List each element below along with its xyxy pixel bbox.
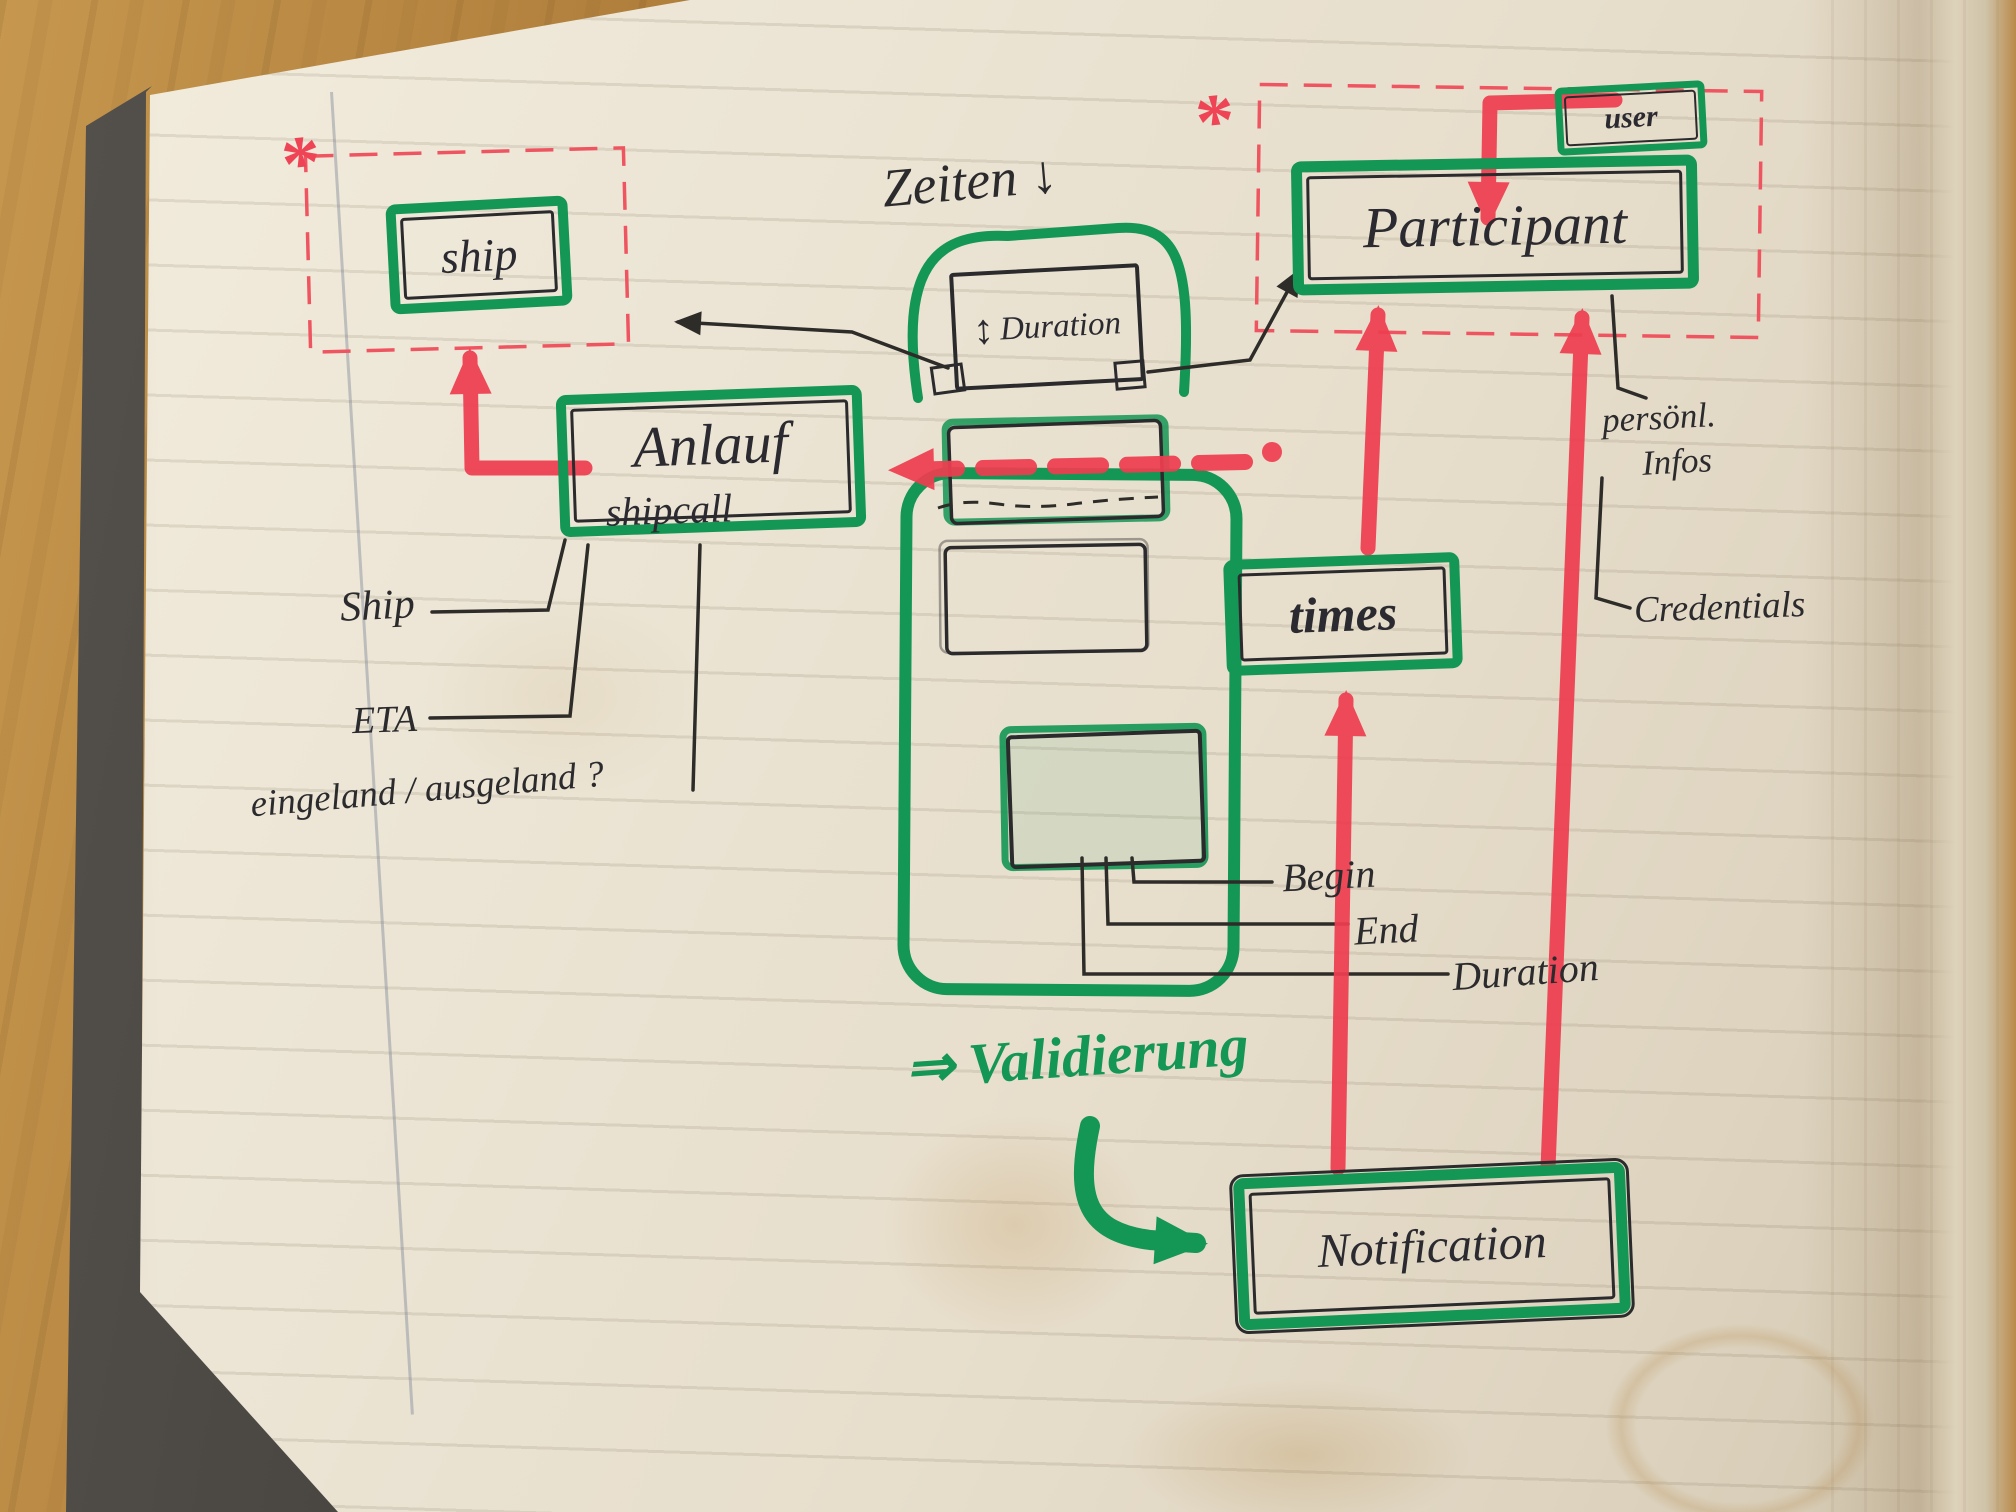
entity-duration-label: Duration [999, 304, 1122, 347]
note-personal-infos-line1: persönl. [1601, 395, 1717, 440]
entity-times: times [1223, 551, 1463, 677]
entity-user: user [1554, 80, 1708, 156]
entity-duration: ↕ Duration [949, 263, 1145, 391]
coffee-ring-stain [1600, 1320, 1880, 1512]
entity-user-label: user [1603, 99, 1659, 136]
entity-anlauf-label: Anlauf [631, 409, 789, 480]
note-personal-infos-line2: Infos [1641, 440, 1713, 483]
entity-anlauf-sublabel: shipcall [604, 485, 734, 535]
paper-stain [1130, 1380, 1470, 1512]
entity-notification-label: Notification [1316, 1214, 1548, 1278]
entity-ship-label: ship [439, 227, 519, 283]
entity-participant: Participant [1290, 154, 1700, 296]
entity-participant-label: Participant [1362, 190, 1628, 260]
note-begin: Begin [1280, 850, 1377, 901]
entity-ship: ship [385, 195, 573, 315]
note-ship-attribute: Ship [338, 581, 416, 631]
entity-notification: Notification [1228, 1157, 1636, 1335]
note-credentials: Credentials [1633, 584, 1806, 631]
note-end: End [1352, 905, 1420, 954]
note-eta-attribute: ETA [351, 697, 418, 743]
paper-stain [880, 1110, 1150, 1340]
updown-arrow-icon: ↕ [971, 306, 996, 354]
page-edge-curl [1801, 0, 2016, 1512]
entity-times-label: times [1287, 584, 1399, 644]
entity-anlauf: Anlauf shipcall [555, 384, 867, 538]
